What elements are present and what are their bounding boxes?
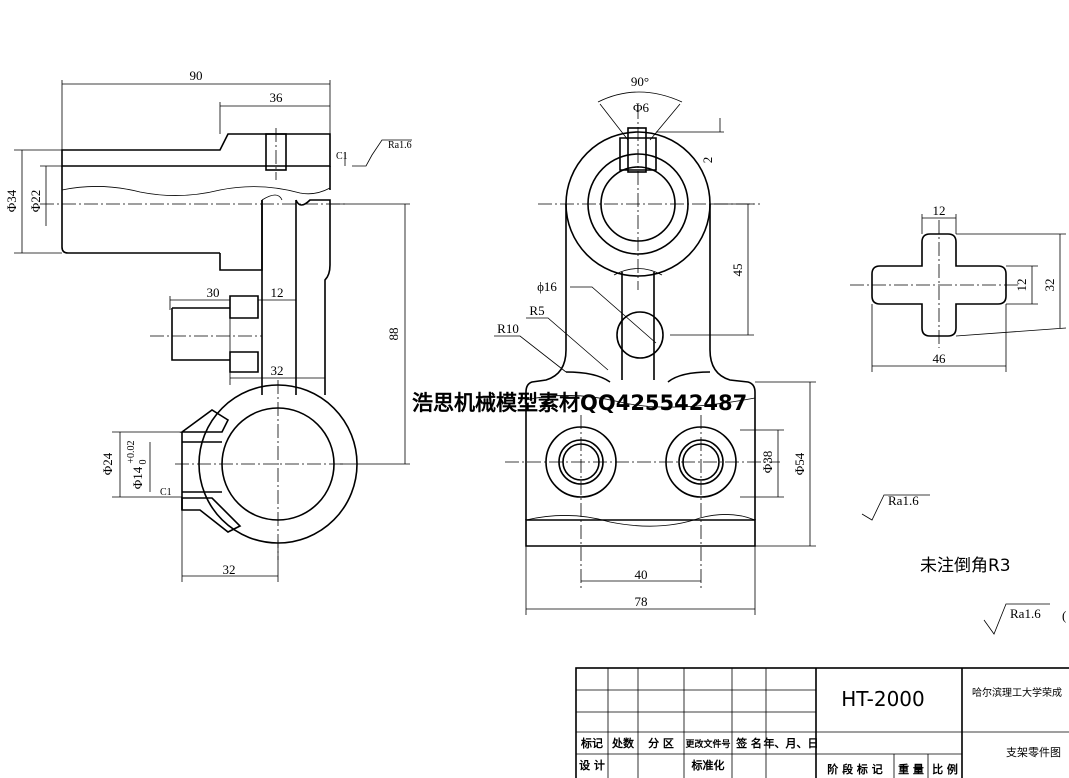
header-cell: 标记	[580, 736, 603, 750]
standardize-label: 标准化	[691, 758, 725, 772]
watermark-text: 浩思机械模型素材QQ425542487	[412, 391, 747, 415]
title-block: HT-2000 哈尔滨理工大学荣成 支架零件图 标记 处数 分 区 更改文件号 …	[575, 667, 1069, 778]
dim-32-bottom: 32	[223, 562, 236, 577]
header-cell: 签 名	[735, 736, 762, 750]
dim-78: 78	[635, 594, 648, 609]
note-chamfer: 未注倒角R3	[920, 556, 1011, 576]
dim-32-web: 32	[271, 363, 284, 378]
stage-label: 比 例	[932, 762, 958, 776]
dim-2: 2	[700, 157, 715, 164]
base-plate-section	[525, 519, 756, 547]
dim-40: 40	[635, 567, 648, 582]
chamfer-c1-bottom: C1	[160, 487, 172, 498]
dim-88: 88	[386, 328, 401, 341]
header-cell: 年、月、日	[764, 736, 819, 750]
header-cell: 分 区	[648, 736, 674, 750]
dim-phi6: Φ6	[633, 100, 650, 115]
cross-section	[871, 233, 1007, 337]
school-name: 哈尔滨理工大学荣成	[972, 686, 1062, 699]
chamfer-c1-top: C1	[336, 151, 348, 162]
cross-section-view: 12 12 32 46	[850, 203, 1067, 372]
surface-finish-symbol	[352, 139, 412, 167]
dim-90: 90	[190, 68, 203, 83]
dim-phi14: Φ14	[130, 466, 145, 489]
drawing-number: HT-2000	[841, 687, 925, 711]
dim-45: 45	[730, 264, 745, 277]
header-cell: 更改文件号	[685, 738, 730, 750]
left-tube-section	[61, 133, 331, 167]
stage-label: 阶 段 标 记	[827, 762, 883, 776]
dim-phi14-tol-upper: +0.02	[126, 440, 137, 463]
stage-label: 重 量	[898, 762, 924, 776]
note-general-ra-paren: (	[1062, 608, 1066, 623]
dim-angle-90: 90°	[631, 74, 649, 89]
middle-view: 90° Φ6 2 45 ϕ16 R5 R10 Φ38 Φ54 40 78 Ra1…	[494, 74, 930, 615]
dim-phi14-tol-lower: 0	[138, 460, 149, 465]
dim-phi54: Φ54	[792, 452, 807, 475]
dim-phi38: Φ38	[760, 451, 775, 474]
ra-top: Ra1.6	[388, 140, 412, 151]
design-label: 设 计	[579, 758, 605, 772]
dim-30: 30	[207, 285, 220, 300]
dim-phi16: ϕ16	[537, 279, 557, 294]
note-general-ra: Ra1.6	[1010, 606, 1041, 621]
left-view: 90 36 30 12 32 88 32 Φ34 Φ22 Φ24 Φ14 +0.…	[4, 68, 412, 582]
part-name: 支架零件图	[1006, 746, 1061, 759]
dim-phi22: Φ22	[28, 190, 43, 213]
dim-r10: R10	[497, 321, 519, 336]
dim-r5: R5	[529, 303, 544, 318]
dim-32-section: 32	[1042, 279, 1057, 292]
dim-36: 36	[270, 90, 284, 105]
dim-12-top: 12	[933, 203, 946, 218]
dim-phi34: Φ34	[4, 189, 19, 212]
dim-46: 46	[933, 351, 947, 366]
dim-12-side: 12	[1014, 279, 1029, 292]
ra-base: Ra1.6	[888, 493, 919, 508]
web-hole-phi16	[616, 311, 664, 359]
general-ra-symbol	[983, 603, 1050, 635]
dim-12: 12	[271, 285, 284, 300]
dim-phi24: Φ24	[100, 452, 115, 475]
header-cell: 处数	[611, 736, 635, 750]
